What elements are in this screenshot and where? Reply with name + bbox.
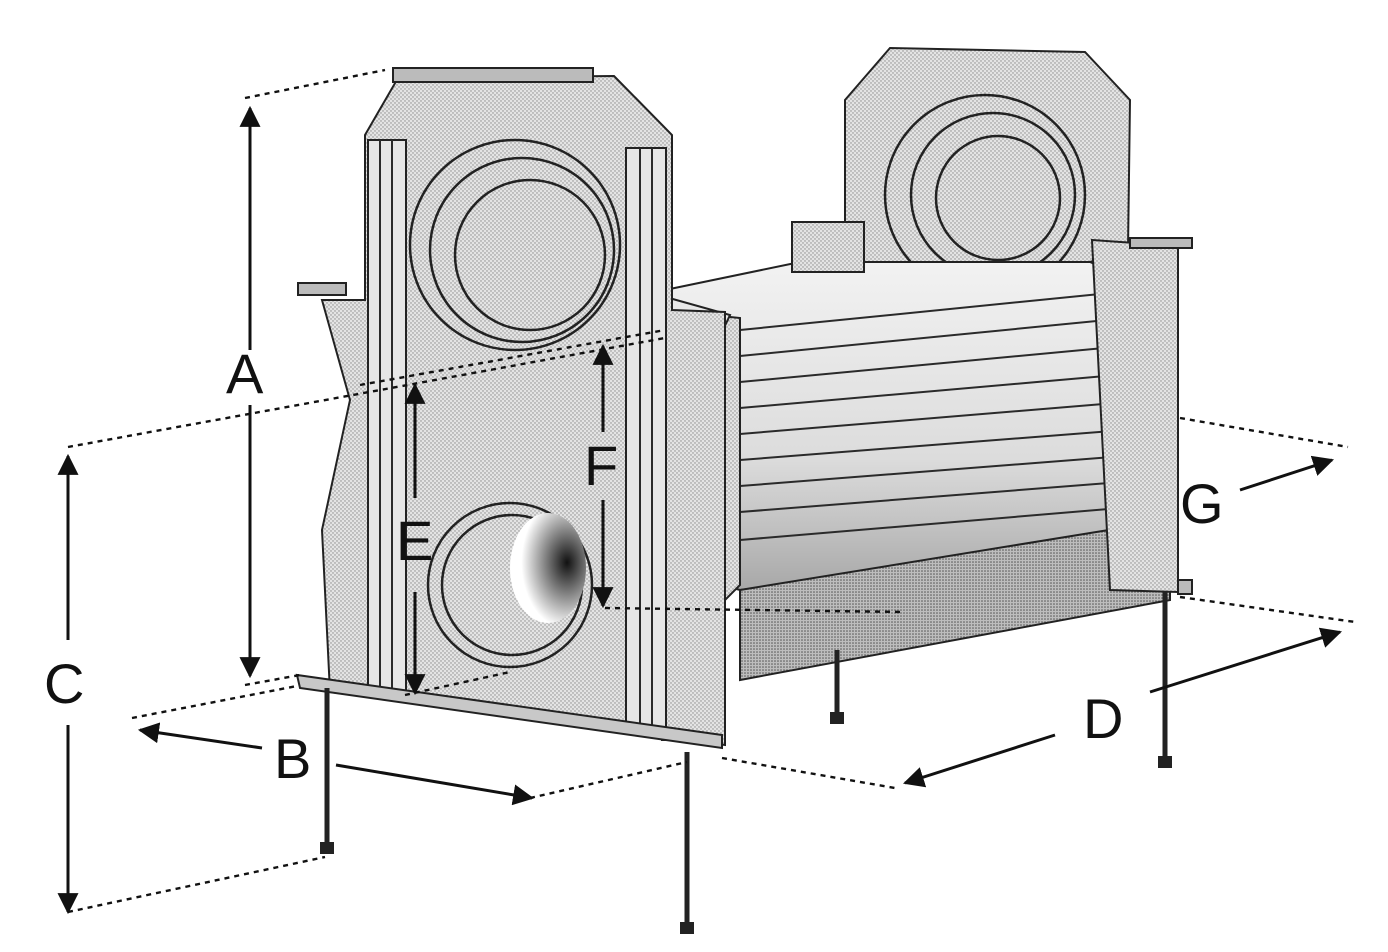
front-panel xyxy=(295,67,726,750)
dimension-c: C xyxy=(44,336,666,915)
dimension-g: G xyxy=(1179,416,1349,535)
dimension-d: D xyxy=(721,595,1356,790)
dimension-label-g: G xyxy=(1180,472,1224,535)
dimension-f: F xyxy=(359,328,906,614)
dimension-e: E xyxy=(396,382,511,697)
dimension-label-a: A xyxy=(226,342,264,405)
dimension-label-d: D xyxy=(1083,687,1123,750)
dimension-label-f: F xyxy=(584,434,618,497)
tube-drum xyxy=(664,261,1177,682)
support-legs xyxy=(320,592,1172,934)
dimension-a: A xyxy=(226,68,386,687)
dimension-b: B xyxy=(131,684,688,806)
right-end-plate xyxy=(791,221,1193,595)
dimension-label-c: C xyxy=(44,652,84,715)
dimension-label-b: B xyxy=(274,727,311,790)
dimension-label-e: E xyxy=(396,509,433,572)
